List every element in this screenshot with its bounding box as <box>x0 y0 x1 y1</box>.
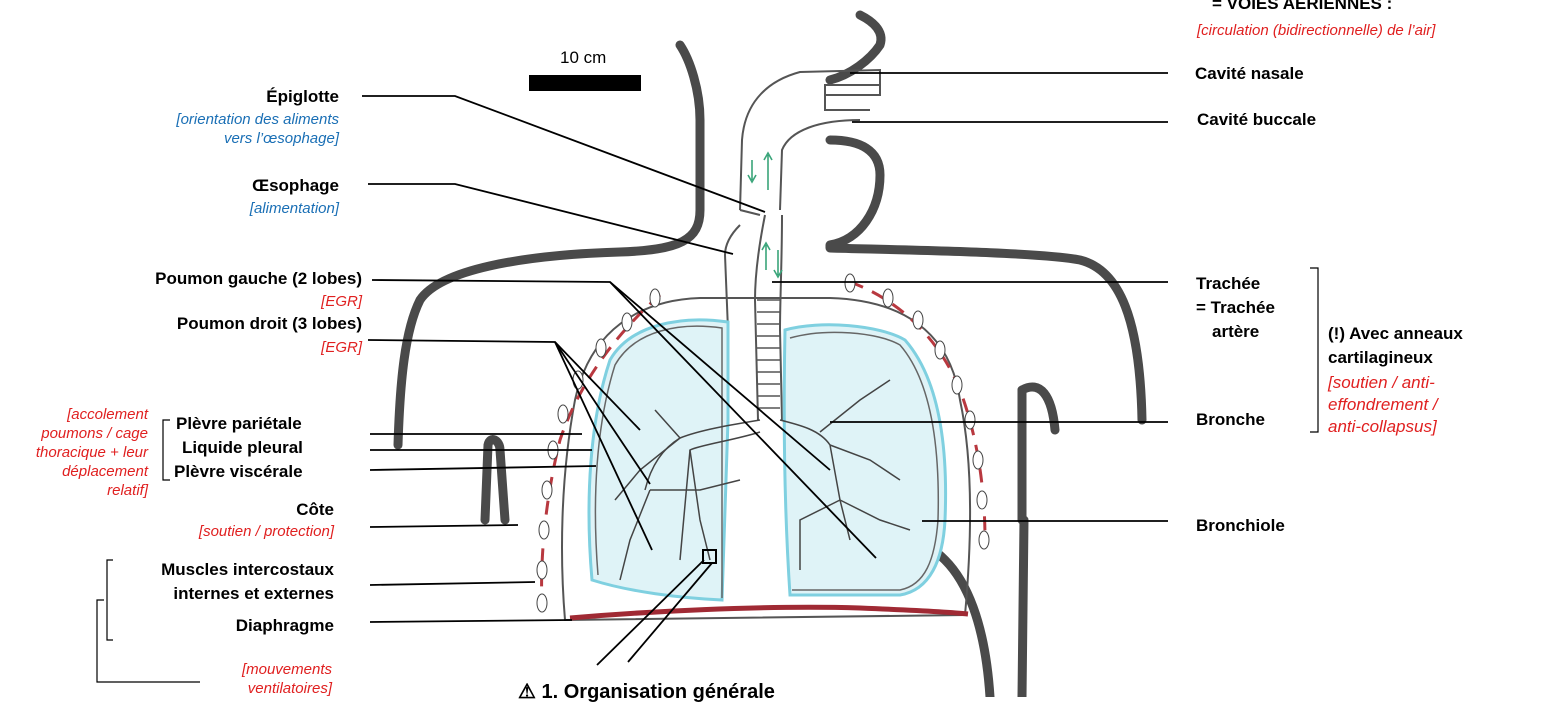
footer-caption: ⚠ 1. Organisation générale <box>518 680 775 704</box>
note-anneaux-3: anti-collapsus] <box>1328 416 1437 438</box>
label-muscles-1: Muscles intercostaux <box>161 560 334 580</box>
note-plevre-3: thoracique + leur <box>36 443 148 462</box>
header-subtitle: [circulation (bidirectionnelle) de l’air… <box>1197 21 1435 40</box>
label-epiglotte: Épiglotte <box>266 87 339 107</box>
label-bronche: Bronche <box>1196 410 1265 430</box>
scale-bar <box>529 75 641 91</box>
tracheal-rings <box>757 300 780 408</box>
note-mouvements-2: ventilatoires] <box>248 679 332 698</box>
note-epiglotte-2: vers l’œsophage] <box>224 129 339 148</box>
label-plevre-parietale: Plèvre pariétale <box>176 414 302 434</box>
note-poumon-gauche: [EGR] <box>321 292 362 311</box>
right-lung-shape <box>784 325 945 595</box>
note-cote: [soutien / protection] <box>199 522 334 541</box>
note-plevre-2: poumons / cage <box>41 424 148 443</box>
label-cote: Côte <box>296 500 334 520</box>
note-plevre-1: [accolement <box>67 405 148 424</box>
note-epiglotte-1: [orientation des aliments <box>176 110 339 129</box>
label-liquide-pleural: Liquide pleural <box>182 438 303 458</box>
label-poumon-gauche: Poumon gauche (2 lobes) <box>155 269 362 289</box>
note-oesophage: [alimentation] <box>250 199 339 218</box>
note-plevre-4: déplacement <box>62 462 148 481</box>
label-muscles-2: internes et externes <box>173 584 334 604</box>
note-plevre-5: relatif] <box>107 481 148 500</box>
label-trachee: Trachée <box>1196 274 1260 294</box>
label-oesophage: Œsophage <box>252 176 339 196</box>
note-anneaux-2: effondrement / <box>1328 394 1438 416</box>
label-cavite-nasale: Cavité nasale <box>1195 64 1304 84</box>
label-plevre-viscerale: Plèvre viscérale <box>174 462 303 482</box>
header-title: = VOIES AÉRIENNES : <box>1212 0 1392 14</box>
label-scale: 10 cm <box>560 48 606 68</box>
note-anneaux-1: [soutien / anti- <box>1328 372 1435 394</box>
label-trachee-3: artère <box>1212 322 1259 342</box>
label-bronchiole: Bronchiole <box>1196 516 1285 536</box>
label-anneaux-2: cartilagineux <box>1328 348 1433 368</box>
note-poumon-droit: [EGR] <box>321 338 362 357</box>
label-trachee-2: = Trachée <box>1196 298 1275 318</box>
label-anneaux-1: (!) Avec anneaux <box>1328 324 1463 344</box>
note-mouvements-1: [mouvements <box>242 660 332 679</box>
label-poumon-droit: Poumon droit (3 lobes) <box>177 314 362 334</box>
label-cavite-buccale: Cavité buccale <box>1197 110 1316 130</box>
label-diaphragme: Diaphragme <box>236 616 334 636</box>
